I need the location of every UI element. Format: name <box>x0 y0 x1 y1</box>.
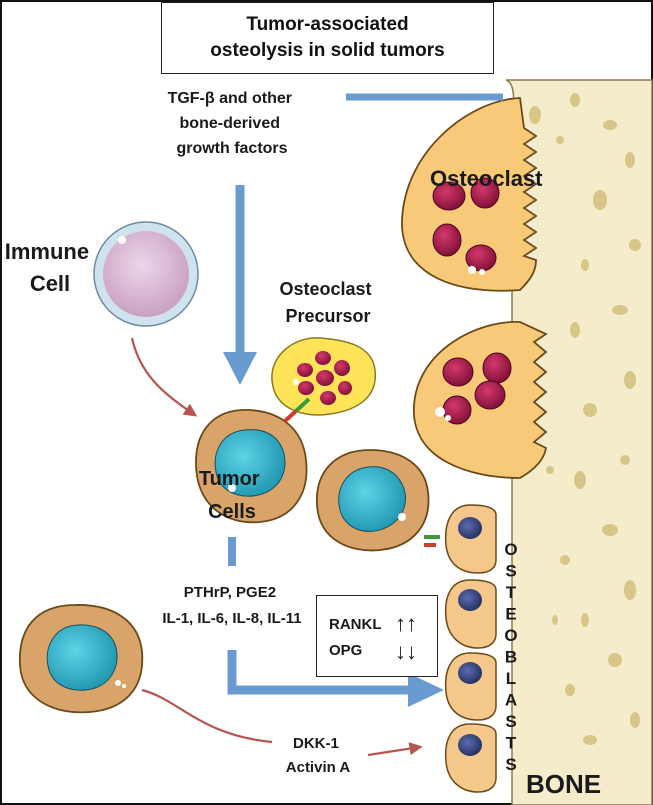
dkk-label: DKK-1 Activin A <box>286 735 351 776</box>
osteoblasts-letter: A <box>505 691 517 710</box>
osteoblast-cell <box>444 504 497 574</box>
title-box: Tumor-associated osteolysis in solid tum… <box>161 2 494 74</box>
growth-factors-label: TGF-β and other bone-derived growth fact… <box>168 90 297 157</box>
tumor-cell-right <box>316 449 430 552</box>
rankl-label: RANKL <box>329 616 382 633</box>
osteoblasts-letter: S <box>505 562 516 581</box>
connector-tumor-precursor <box>283 397 311 423</box>
osteoblast-cell <box>444 723 497 793</box>
osteoclast-lower-nuclei <box>435 352 512 425</box>
arrow-dkk-to-osteoblast <box>367 742 423 757</box>
osteoblasts-letter: T <box>506 734 517 753</box>
osteoclast-upper-nuclei <box>432 177 500 275</box>
rankl-opg-box: RANKL ↑↑ OPG ↓↓ <box>316 595 438 677</box>
osteoblasts-letter: T <box>506 583 517 602</box>
title-line-1: Tumor-associated <box>246 14 409 35</box>
opg-label: OPG <box>329 642 362 659</box>
tumor-cell-center <box>195 409 308 524</box>
osteoblasts-letter: S <box>505 755 516 774</box>
factors-label: PTHrP, PGE2 IL-1, IL-6, IL-8, IL-11 <box>162 584 301 627</box>
osteoblasts-letter: L <box>506 669 516 688</box>
osteoblasts-letter: O <box>504 540 517 559</box>
rankl-opg-svg: RANKL ↑↑ OPG ↓↓ <box>329 611 417 664</box>
arrow-factors-to-osteoblasts <box>227 650 410 695</box>
osteoblasts-letter: S <box>505 712 516 731</box>
connector-tumor-osteoblast <box>424 535 440 547</box>
arrow-factors-to-tumor-head <box>223 352 257 385</box>
immune-cell <box>93 221 199 327</box>
bone-pits <box>529 93 641 745</box>
osteoclast-label: Osteoclast <box>430 166 543 191</box>
osteoclast-precursor-label: Osteoclast Precursor <box>279 279 376 326</box>
osteoblasts-letter: B <box>505 648 517 667</box>
tumor-cell-bottom-left <box>19 604 144 714</box>
immune-cell-label: Immune Cell <box>5 239 95 296</box>
arrow-tumor-to-dkk <box>141 688 273 744</box>
osteoblasts-letter: O <box>504 626 517 645</box>
osteoclast-precursor-cell <box>271 337 376 416</box>
title-line-2: osteolysis in solid tumors <box>210 40 445 61</box>
bone-label: BONE <box>526 769 601 799</box>
arrow-factors-to-osteoblasts-head <box>408 673 444 707</box>
osteoblasts-letter: E <box>505 605 516 624</box>
arrow-immune-to-tumor <box>130 337 198 417</box>
osteoblast-cell <box>444 579 497 649</box>
osteoblast-cell <box>444 652 497 721</box>
osteoblast-column <box>444 504 497 793</box>
tumor-cells-label: Tumor Cells <box>199 468 265 523</box>
opg-down-arrows: ↓↓ <box>395 639 417 664</box>
rankl-up-arrows: ↑↑ <box>395 611 417 636</box>
